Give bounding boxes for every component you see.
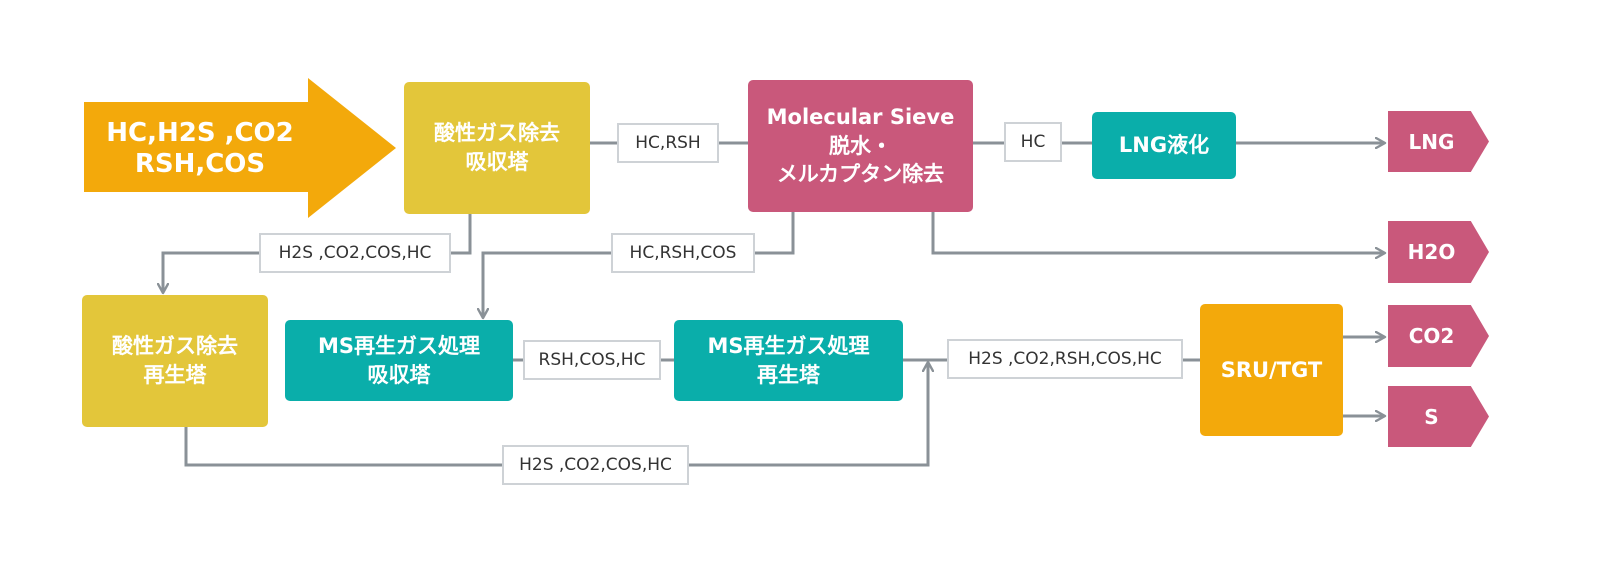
output-co2: CO2 <box>1388 305 1489 367</box>
acid-regen-line-2: 再生塔 <box>143 363 207 387</box>
ms-absorber-line-1: MS再生ガス処理 <box>317 333 481 358</box>
label-h2s-co2-cos-hc-upper-text: H2S ,CO2,COS,HC <box>278 243 432 263</box>
ms-regen-gas-regenerator-box: MS再生ガス処理 再生塔 <box>674 320 903 401</box>
mol-sieve-line-1: Molecular Sieve <box>766 104 955 129</box>
label-hc: HC <box>1004 122 1062 162</box>
output-h2o-text: H2O <box>1407 240 1456 264</box>
label-hc-rsh-cos-text: HC,RSH,COS <box>629 243 737 263</box>
ms-regen-line-2: 再生塔 <box>757 362 820 387</box>
acid-regen-line-1: 酸性ガス除去 <box>112 334 238 359</box>
input-arrow <box>84 78 396 218</box>
label-hc-text: HC <box>1020 132 1046 152</box>
sru-label: SRU/TGT <box>1220 357 1323 382</box>
label-hc-rsh-cos: HC,RSH,COS <box>611 233 755 273</box>
input-line-2: RSH,COS <box>134 149 266 179</box>
label-h2s-co2-cos-hc-upper: H2S ,CO2,COS,HC <box>259 233 451 273</box>
lng-liquefaction-box: LNG液化 <box>1092 112 1236 179</box>
acid-absorber-line-1: 酸性ガス除去 <box>434 121 560 146</box>
output-h2o: H2O <box>1388 221 1489 283</box>
acid-gas-absorber-box: 酸性ガス除去 吸収塔 <box>404 82 590 214</box>
output-s: S <box>1388 386 1489 447</box>
label-hc-rsh: HC,RSH <box>617 123 719 163</box>
ms-regen-gas-absorber-box: MS再生ガス処理 吸収塔 <box>285 320 513 401</box>
acid-absorber-line-2: 吸収塔 <box>465 150 529 174</box>
mol-sieve-line-3: メルカプタン除去 <box>776 162 945 187</box>
label-h2s-co2-rsh-cos-hc: H2S ,CO2,RSH,COS,HC <box>947 339 1183 379</box>
molecular-sieve-box: Molecular Sieve 脱水・ メルカプタン除去 <box>748 80 973 212</box>
mol-sieve-line-2: 脱水・ <box>829 133 892 158</box>
ms-regen-line-1: MS再生ガス処理 <box>707 333 870 358</box>
label-rsh-cos-hc: RSH,COS,HC <box>523 340 661 380</box>
label-h2s-co2-cos-hc-lower: H2S ,CO2,COS,HC <box>502 445 689 485</box>
input-stream-label: HC,H2S ,CO2 RSH,COS <box>84 100 316 198</box>
output-lng-text: LNG <box>1408 129 1455 154</box>
acid-gas-regenerator-box: 酸性ガス除去 再生塔 <box>82 295 268 427</box>
input-line-1: HC,H2S ,CO2 <box>106 117 294 148</box>
label-h2s-co2-rsh-cos-hc-text: H2S ,CO2,RSH,COS,HC <box>968 349 1162 369</box>
label-hc-rsh-text: HC,RSH <box>635 133 701 153</box>
connector-sieve-to-h2o <box>931 212 1385 253</box>
lng-liq-label: LNG液化 <box>1118 133 1210 158</box>
sru-tgt-box: SRU/TGT <box>1200 304 1343 436</box>
label-rsh-cos-hc-text: RSH,COS,HC <box>538 350 646 370</box>
output-s-text: S <box>1424 404 1439 429</box>
ms-absorber-line-2: 吸収塔 <box>367 362 431 387</box>
output-co2-text: CO2 <box>1408 324 1455 348</box>
output-lng: LNG <box>1388 111 1489 172</box>
label-h2s-co2-cos-hc-lower-text: H2S ,CO2,COS,HC <box>519 455 672 475</box>
